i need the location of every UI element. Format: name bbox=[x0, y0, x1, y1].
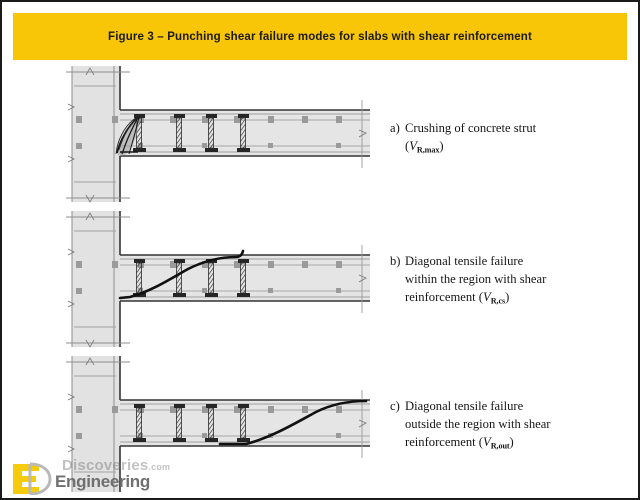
title-banner: Figure 3 – Punching shear failure modes … bbox=[13, 13, 627, 60]
shear-stud bbox=[237, 259, 250, 297]
caption-b: b) Diagonal tensile failure within the reg… bbox=[390, 253, 586, 307]
caption-a-text: a) Crushing of concrete strut (VR,max) bbox=[390, 120, 586, 156]
break-mark bbox=[67, 155, 75, 163]
page-title: Figure 3 – Punching shear failure modes … bbox=[108, 30, 532, 43]
shear-stud bbox=[237, 404, 250, 442]
diagram-b bbox=[66, 211, 370, 348]
logo-d-shape bbox=[29, 462, 52, 495]
break-mark bbox=[67, 445, 75, 453]
break-mark bbox=[85, 212, 95, 221]
diagram-c bbox=[66, 356, 370, 492]
caption-b-line2: within the region with shear bbox=[405, 271, 547, 286]
crack-diagonal-inside bbox=[118, 249, 245, 300]
caption-c-marker: c) bbox=[390, 399, 400, 413]
caption-c: c) Diagonal tensile failure outside the re… bbox=[390, 398, 586, 452]
figure-row-c: c) Diagonal tensile failure outside the re… bbox=[2, 354, 640, 494]
column-body bbox=[72, 211, 120, 347]
column-body bbox=[72, 66, 120, 202]
crack-diagonal-outside bbox=[218, 399, 368, 446]
break-mark bbox=[85, 194, 95, 203]
caption-c-text: c) Diagonal tensile failure outside the re… bbox=[390, 398, 586, 452]
caption-c-symbol: (VR,out) bbox=[478, 434, 514, 451]
caption-c-line1: Diagonal tensile failure bbox=[405, 399, 524, 413]
shear-stud bbox=[133, 404, 146, 442]
caption-a-marker: a) bbox=[390, 121, 400, 135]
caption-b-line1: Diagonal tensile failure bbox=[405, 254, 524, 268]
break-mark bbox=[85, 357, 95, 366]
break-mark bbox=[85, 67, 95, 76]
break-mark bbox=[67, 393, 75, 401]
break-mark bbox=[67, 103, 75, 111]
caption-b-marker: b) bbox=[390, 254, 401, 268]
caption-b-line3: reinforcement bbox=[405, 289, 479, 304]
logo-mark bbox=[13, 462, 52, 495]
shear-stud bbox=[173, 259, 186, 297]
break-mark bbox=[67, 248, 75, 256]
shear-stud bbox=[205, 404, 218, 442]
figure-row-b: b) Diagonal tensile failure within the reg… bbox=[2, 209, 640, 349]
shear-stud bbox=[205, 114, 218, 152]
shear-stud bbox=[173, 404, 186, 442]
crack-crushing-zone bbox=[115, 115, 140, 157]
caption-b-symbol: (VR,cs) bbox=[478, 289, 510, 306]
caption-a: a) Crushing of concrete strut (VR,max) bbox=[390, 120, 586, 156]
caption-a-line1: Crushing of concrete strut bbox=[405, 121, 537, 135]
logo-text: Engineering bbox=[55, 472, 150, 491]
diagram-a bbox=[66, 66, 370, 203]
figure-row-a: a) Crushing of concrete strut (VR,max) bbox=[2, 64, 640, 204]
break-mark bbox=[67, 300, 75, 308]
break-mark bbox=[85, 339, 95, 348]
shear-stud bbox=[237, 114, 250, 152]
caption-b-text: b) Diagonal tensile failure within the reg… bbox=[390, 253, 586, 307]
break-mark bbox=[358, 274, 367, 283]
caption-c-line3: reinforcement bbox=[405, 434, 479, 449]
break-mark bbox=[358, 129, 367, 138]
caption-c-line2: outside the region with shear bbox=[405, 416, 551, 431]
site-logo[interactable]: Engineering bbox=[9, 461, 214, 497]
logo-e-shape bbox=[13, 464, 39, 494]
column-body bbox=[72, 356, 120, 492]
caption-a-symbol: (VR,max) bbox=[405, 138, 444, 155]
shear-stud bbox=[173, 114, 186, 152]
break-mark bbox=[358, 419, 367, 428]
